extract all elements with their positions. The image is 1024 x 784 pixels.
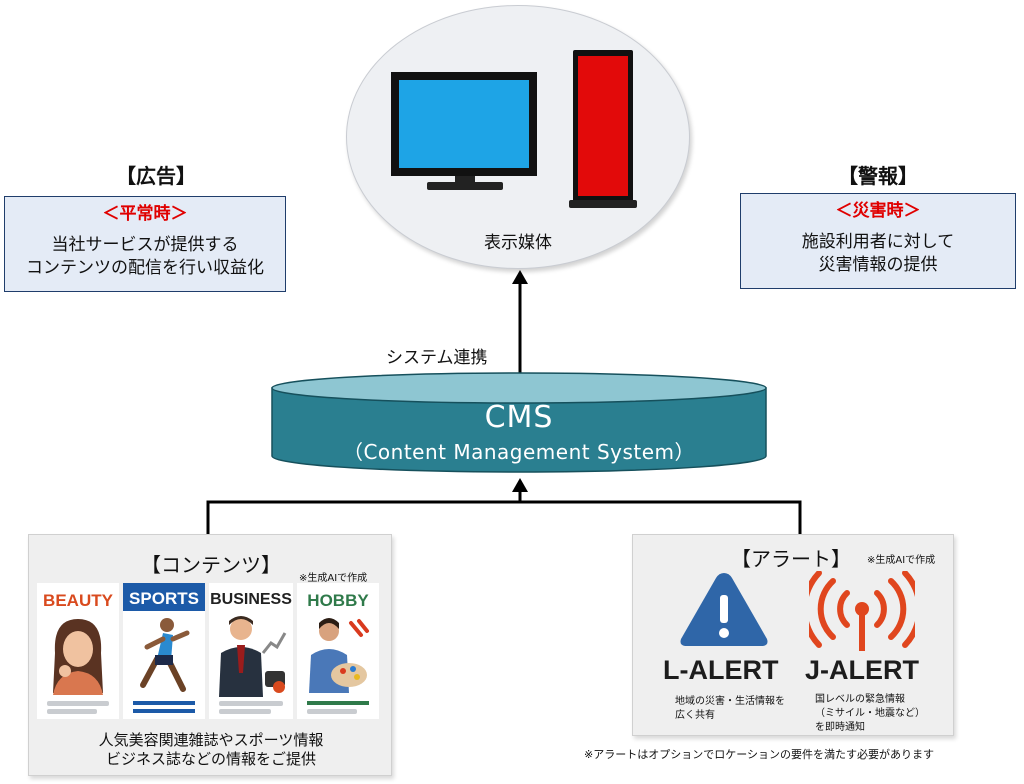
l-alert-name: L-ALERT	[663, 655, 779, 685]
ads-heading: 【広告】	[116, 164, 196, 188]
ads-line-2: コンテンツの配信を行い収益化	[26, 258, 264, 278]
cms-cylinder	[271, 372, 767, 473]
content-card-sports: SPORTS	[123, 583, 205, 719]
content-card-beauty: BEAUTY	[37, 583, 119, 719]
contents-ai-note: ※生成AIで作成	[299, 573, 368, 584]
ads-box: ＜平常時＞ 当社サービスが提供する コンテンツの配信を行い収益化	[4, 196, 286, 292]
content-card-business: BUSINESS	[209, 583, 293, 719]
card-title-sports: SPORTS	[129, 589, 199, 608]
warning-triangle-icon	[680, 573, 768, 646]
content-card-hobby: HOBBY	[297, 583, 379, 719]
ads-line-1: 当社サービスが提供する	[51, 235, 239, 255]
contents-title: 【コンテンツ】	[141, 553, 281, 577]
arrow-cms-to-media	[512, 270, 528, 380]
l-alert-description: 地域の災害・生活情報を 広く共有	[675, 695, 795, 723]
warning-box: ＜災害時＞ 施設利用者に対して 災害情報の提供	[740, 193, 1016, 289]
alerts-title: 【アラート】	[731, 547, 851, 571]
j-alert-name: J-ALERT	[805, 655, 919, 685]
woman-portrait-icon	[53, 619, 103, 695]
l-alert-desc-line-1: 地域の災害・生活情報を	[675, 696, 785, 707]
card-title-beauty: BEAUTY	[43, 591, 113, 610]
j-alert-desc-line-1: 国レベルの緊急情報	[815, 694, 905, 705]
display-media-bubble: 表示媒体	[346, 5, 690, 269]
j-alert-desc-line-2: （ミサイル・地震など）	[815, 708, 925, 719]
contents-desc-line-2: ビジネス誌などの情報をご提供	[105, 750, 316, 768]
warning-mode-label: ＜災害時＞	[835, 201, 921, 221]
painter-icon	[309, 618, 369, 693]
warning-line-2: 災害情報の提供	[818, 255, 938, 275]
j-alert-desc-line-3: を即時通知	[815, 722, 865, 733]
card-title-business: BUSINESS	[210, 591, 292, 608]
runner-icon	[140, 618, 190, 692]
digital-signage-icon	[569, 50, 637, 208]
sports-header-band	[123, 583, 205, 611]
system-link-label: システム連携	[386, 348, 488, 368]
monitor-icon	[391, 72, 537, 190]
broadcast-antenna-icon	[809, 571, 915, 651]
cms-subtitle: （Content Management System）	[342, 440, 696, 464]
display-devices	[391, 50, 637, 208]
contents-desc-line-1: 人気美容関連雑誌やスポーツ情報	[98, 731, 324, 749]
display-media-label: 表示媒体	[484, 233, 552, 253]
contents-description: 人気美容関連雑誌やスポーツ情報 ビジネス誌などの情報をご提供	[29, 731, 393, 769]
alerts-ai-note: ※生成AIで作成	[867, 555, 936, 566]
contents-panel: 【コンテンツ】 ※生成AIで作成 BEAUTY SPORTS BUSINESS	[28, 534, 392, 776]
card-title-hobby: HOBBY	[307, 591, 369, 610]
warning-line-1: 施設利用者に対して	[801, 232, 955, 252]
businessman-icon	[219, 616, 287, 697]
cms-title: CMS	[484, 400, 554, 435]
alerts-panel: 【アラート】 ※生成AIで作成 L-ALERT 地域の災害・生活情報を 広く共有…	[632, 534, 954, 736]
ads-mode-label: ＜平常時＞	[102, 204, 188, 224]
j-alert-description: 国レベルの緊急情報 （ミサイル・地震など） を即時通知	[815, 693, 945, 735]
alerts-footnote: ※アラートはオプションでロケーションの要件を満たす必要があります	[584, 748, 934, 761]
arrow-sources-to-cms	[206, 478, 802, 534]
l-alert-desc-line-2: 広く共有	[675, 710, 715, 721]
warning-heading: 【警報】	[838, 164, 918, 188]
